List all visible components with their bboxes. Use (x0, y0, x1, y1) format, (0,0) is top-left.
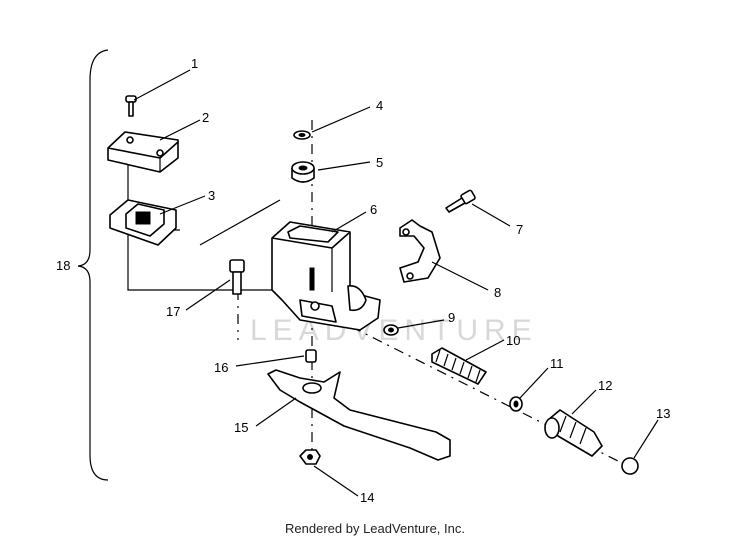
leader-lines (133, 69, 659, 497)
part-bushing-5 (291, 161, 315, 183)
callout-9: 9 (448, 310, 455, 325)
part-clamp-8 (399, 219, 441, 283)
part-oring-13 (621, 457, 639, 475)
part-seal-11 (509, 396, 523, 412)
part-reservoir-cover-2 (107, 131, 179, 173)
part-bolt-7 (445, 189, 476, 213)
part-piston-12 (544, 409, 603, 457)
callout-8: 8 (494, 285, 501, 300)
callout-4: 4 (376, 98, 383, 113)
part-lever-15 (267, 369, 451, 461)
callout-13: 13 (656, 406, 670, 421)
assembly-bracket (77, 49, 109, 481)
part-washer-9 (383, 324, 399, 336)
callout-18: 18 (56, 258, 70, 273)
part-pivot-bolt-17 (229, 259, 245, 295)
callout-6: 6 (370, 202, 377, 217)
part-nut-14 (299, 449, 321, 465)
callout-10: 10 (506, 333, 520, 348)
credit-text: Rendered by LeadVenture, Inc. (285, 521, 465, 536)
callout-12: 12 (598, 378, 612, 393)
part-washer-4 (293, 130, 311, 140)
callout-17: 17 (166, 304, 180, 319)
callout-5: 5 (376, 155, 383, 170)
callout-7: 7 (516, 222, 523, 237)
part-spring-10 (431, 347, 487, 385)
callout-1: 1 (191, 56, 198, 71)
part-screw-1 (125, 95, 137, 117)
part-pin-16 (305, 349, 317, 363)
callout-15: 15 (234, 420, 248, 435)
callout-3: 3 (208, 188, 215, 203)
callout-11: 11 (550, 356, 564, 371)
part-diaphragm-3 (109, 199, 177, 246)
callout-14: 14 (360, 490, 374, 505)
callout-2: 2 (202, 110, 209, 125)
callout-16: 16 (214, 360, 228, 375)
part-master-cylinder-6 (271, 221, 381, 331)
